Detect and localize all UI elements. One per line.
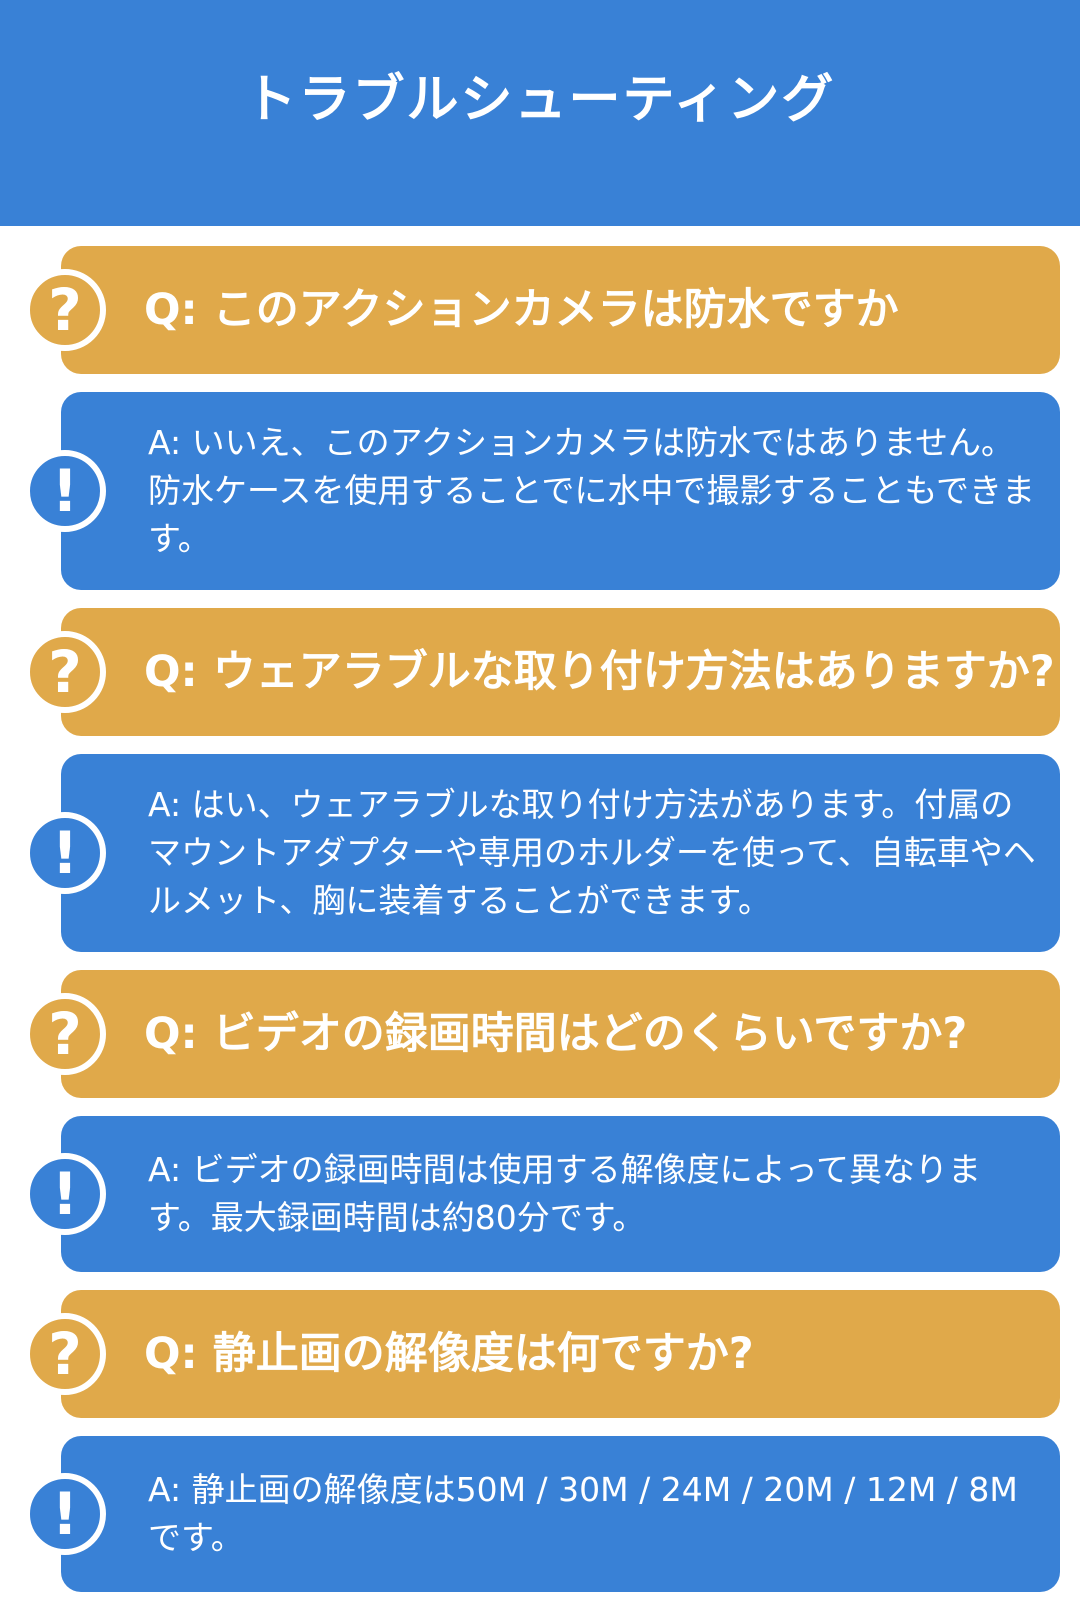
exclamation-mark-icon: ! bbox=[24, 1153, 106, 1235]
question-text: Q: このアクションカメラは防水ですか bbox=[144, 285, 899, 335]
faq-list: ? Q: このアクションカメラは防水ですか ! A: いいえ、このアクションカメ… bbox=[0, 246, 1080, 1610]
faq-question-4[interactable]: ? Q: 静止画の解像度は何ですか? bbox=[24, 1290, 1060, 1418]
faq-answer-1: ! A: いいえ、このアクションカメラは防水ではありません。防水ケースを使用する… bbox=[24, 392, 1060, 590]
answer-text-container: A: ビデオの録画時間は使用する解像度によって異なります。最大録画時間は約80分… bbox=[148, 1116, 1042, 1272]
exclamation-mark-icon: ! bbox=[24, 450, 106, 532]
question-mark-icon: ? bbox=[24, 993, 106, 1075]
faq-answer-3: ! A: ビデオの録画時間は使用する解像度によって異なります。最大録画時間は約8… bbox=[24, 1116, 1060, 1272]
question-text: Q: ビデオの録画時間はどのくらいですか? bbox=[144, 1009, 968, 1059]
faq-question-3[interactable]: ? Q: ビデオの録画時間はどのくらいですか? bbox=[24, 970, 1060, 1098]
question-mark-icon: ? bbox=[24, 1313, 106, 1395]
faq-answer-4: ! A: 静止画の解像度は50M / 30M / 24M / 20M / 12M… bbox=[24, 1436, 1060, 1592]
answer-text: A: ビデオの録画時間は使用する解像度によって異なります。最大録画時間は約80分… bbox=[148, 1150, 981, 1237]
faq-question-2[interactable]: ? Q: ウェアラブルな取り付け方法はありますか? bbox=[24, 608, 1060, 736]
question-mark-icon: ? bbox=[24, 269, 106, 351]
question-text: Q: ウェアラブルな取り付け方法はありますか? bbox=[144, 647, 1055, 697]
page-header: トラブルシューティング bbox=[0, 0, 1080, 226]
answer-text-container: A: 静止画の解像度は50M / 30M / 24M / 20M / 12M /… bbox=[148, 1436, 1042, 1592]
answer-text: A: いいえ、このアクションカメラは防水ではありません。防水ケースを使用すること… bbox=[148, 423, 1036, 558]
question-text: Q: 静止画の解像度は何ですか? bbox=[144, 1329, 754, 1379]
exclamation-mark-icon: ! bbox=[24, 812, 106, 894]
faq-question-1[interactable]: ? Q: このアクションカメラは防水ですか bbox=[24, 246, 1060, 374]
page-title: トラブルシューティング bbox=[244, 70, 836, 130]
answer-text: A: はい、ウェアラブルな取り付け方法があります。付属のマウントアダプターや専用… bbox=[148, 785, 1036, 920]
answer-text-container: A: いいえ、このアクションカメラは防水ではありません。防水ケースを使用すること… bbox=[148, 392, 1042, 590]
question-mark-icon: ? bbox=[24, 631, 106, 713]
answer-text-container: A: はい、ウェアラブルな取り付け方法があります。付属のマウントアダプターや専用… bbox=[148, 754, 1042, 952]
exclamation-mark-icon: ! bbox=[24, 1473, 106, 1555]
answer-text: A: 静止画の解像度は50M / 30M / 24M / 20M / 12M /… bbox=[148, 1470, 1018, 1557]
faq-answer-2: ! A: はい、ウェアラブルな取り付け方法があります。付属のマウントアダプターや… bbox=[24, 754, 1060, 952]
